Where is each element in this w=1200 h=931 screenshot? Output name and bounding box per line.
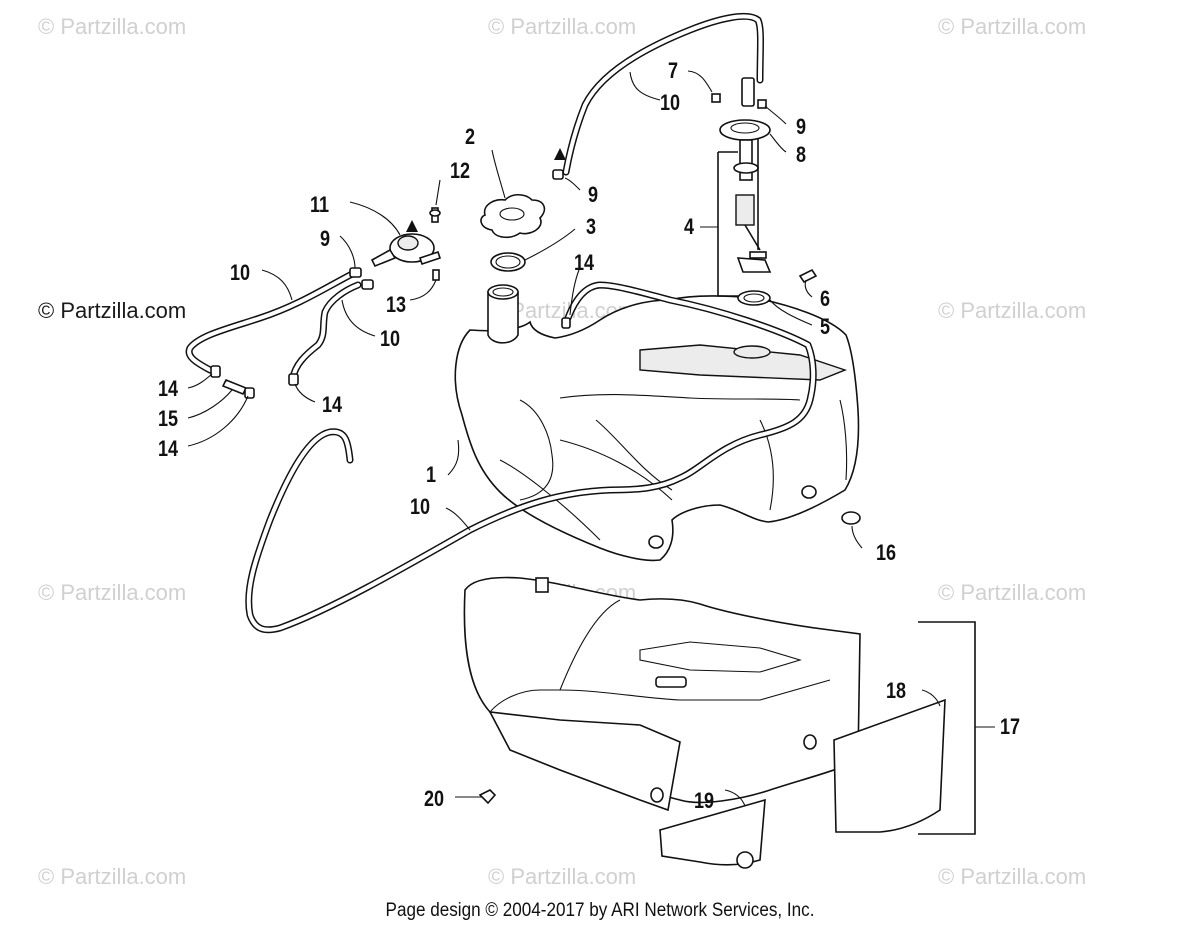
callout-11: 11 bbox=[310, 192, 330, 217]
fuel-pump bbox=[719, 77, 772, 273]
callout-1: 1 bbox=[426, 462, 437, 487]
arrow-indicator bbox=[554, 148, 566, 160]
callout-20: 20 bbox=[424, 786, 445, 811]
watermark: © Partzilla.com bbox=[38, 864, 187, 889]
corner-panel bbox=[659, 798, 766, 866]
grommet bbox=[841, 511, 861, 525]
callout-10: 10 bbox=[410, 494, 431, 519]
callout-4: 4 bbox=[684, 214, 695, 239]
bracket-17 bbox=[918, 621, 976, 835]
callout-16: 16 bbox=[876, 540, 897, 565]
vent-valve bbox=[370, 207, 442, 281]
callout-17: 17 bbox=[1000, 714, 1021, 739]
connector bbox=[221, 378, 248, 396]
gas-cap bbox=[480, 193, 546, 239]
clamp bbox=[757, 99, 767, 109]
side-panel bbox=[833, 698, 946, 833]
watermark: © Partzilla.com bbox=[938, 14, 1087, 39]
callout-9: 9 bbox=[588, 182, 599, 207]
callout-19: 19 bbox=[694, 788, 715, 813]
callout-7: 8 bbox=[796, 142, 807, 167]
callout-18: 18 bbox=[886, 678, 907, 703]
callout-13: 13 bbox=[386, 292, 407, 317]
callout-10: 10 bbox=[660, 90, 681, 115]
clamp bbox=[349, 267, 362, 278]
callout-9: 9 bbox=[796, 114, 807, 139]
bolt bbox=[798, 268, 818, 284]
copyright-footer: Page design © 2004-2017 by ARI Network S… bbox=[385, 900, 815, 921]
callout-15: 15 bbox=[158, 406, 179, 431]
fitting bbox=[561, 317, 571, 329]
callout-14: 14 bbox=[574, 250, 595, 275]
watermark: © Partzilla.com bbox=[488, 14, 637, 39]
watermark: © Partzilla.com bbox=[938, 298, 1087, 323]
screw-20 bbox=[478, 789, 497, 805]
watermark: © Partzilla.com bbox=[938, 864, 1087, 889]
hose-10-left bbox=[185, 268, 362, 382]
callout-5: 5 bbox=[820, 314, 831, 339]
watermark: © Partzilla.com bbox=[38, 14, 187, 39]
callout-12: 12 bbox=[450, 158, 471, 183]
leader-lines bbox=[187, 70, 995, 807]
watermark: © Partzilla.com bbox=[938, 580, 1087, 605]
fitting bbox=[288, 373, 299, 386]
watermark: © Partzilla.com bbox=[488, 864, 637, 889]
callout-10: 10 bbox=[230, 260, 251, 285]
clamp bbox=[552, 169, 564, 180]
callout-10: 10 bbox=[380, 326, 401, 351]
callout-14: 14 bbox=[158, 436, 179, 461]
hose-10-upper bbox=[562, 12, 764, 176]
callout-6: 6 bbox=[820, 286, 831, 311]
fitting bbox=[210, 365, 221, 378]
watermark-main: © Partzilla.com bbox=[38, 298, 187, 323]
callout-14: 14 bbox=[322, 392, 343, 417]
callout-3: 3 bbox=[586, 214, 597, 239]
hose-10-lower bbox=[245, 281, 817, 634]
screw bbox=[711, 93, 721, 103]
clamp bbox=[361, 279, 374, 290]
callout-2: 2 bbox=[465, 124, 476, 149]
callout-14: 14 bbox=[158, 376, 179, 401]
watermark: © Partzilla.com bbox=[38, 580, 187, 605]
tank-cover bbox=[463, 576, 861, 812]
pump-seal bbox=[737, 290, 771, 306]
callout-8: 7 bbox=[668, 58, 679, 83]
fitting bbox=[244, 387, 255, 399]
callout-9: 9 bbox=[320, 226, 331, 251]
